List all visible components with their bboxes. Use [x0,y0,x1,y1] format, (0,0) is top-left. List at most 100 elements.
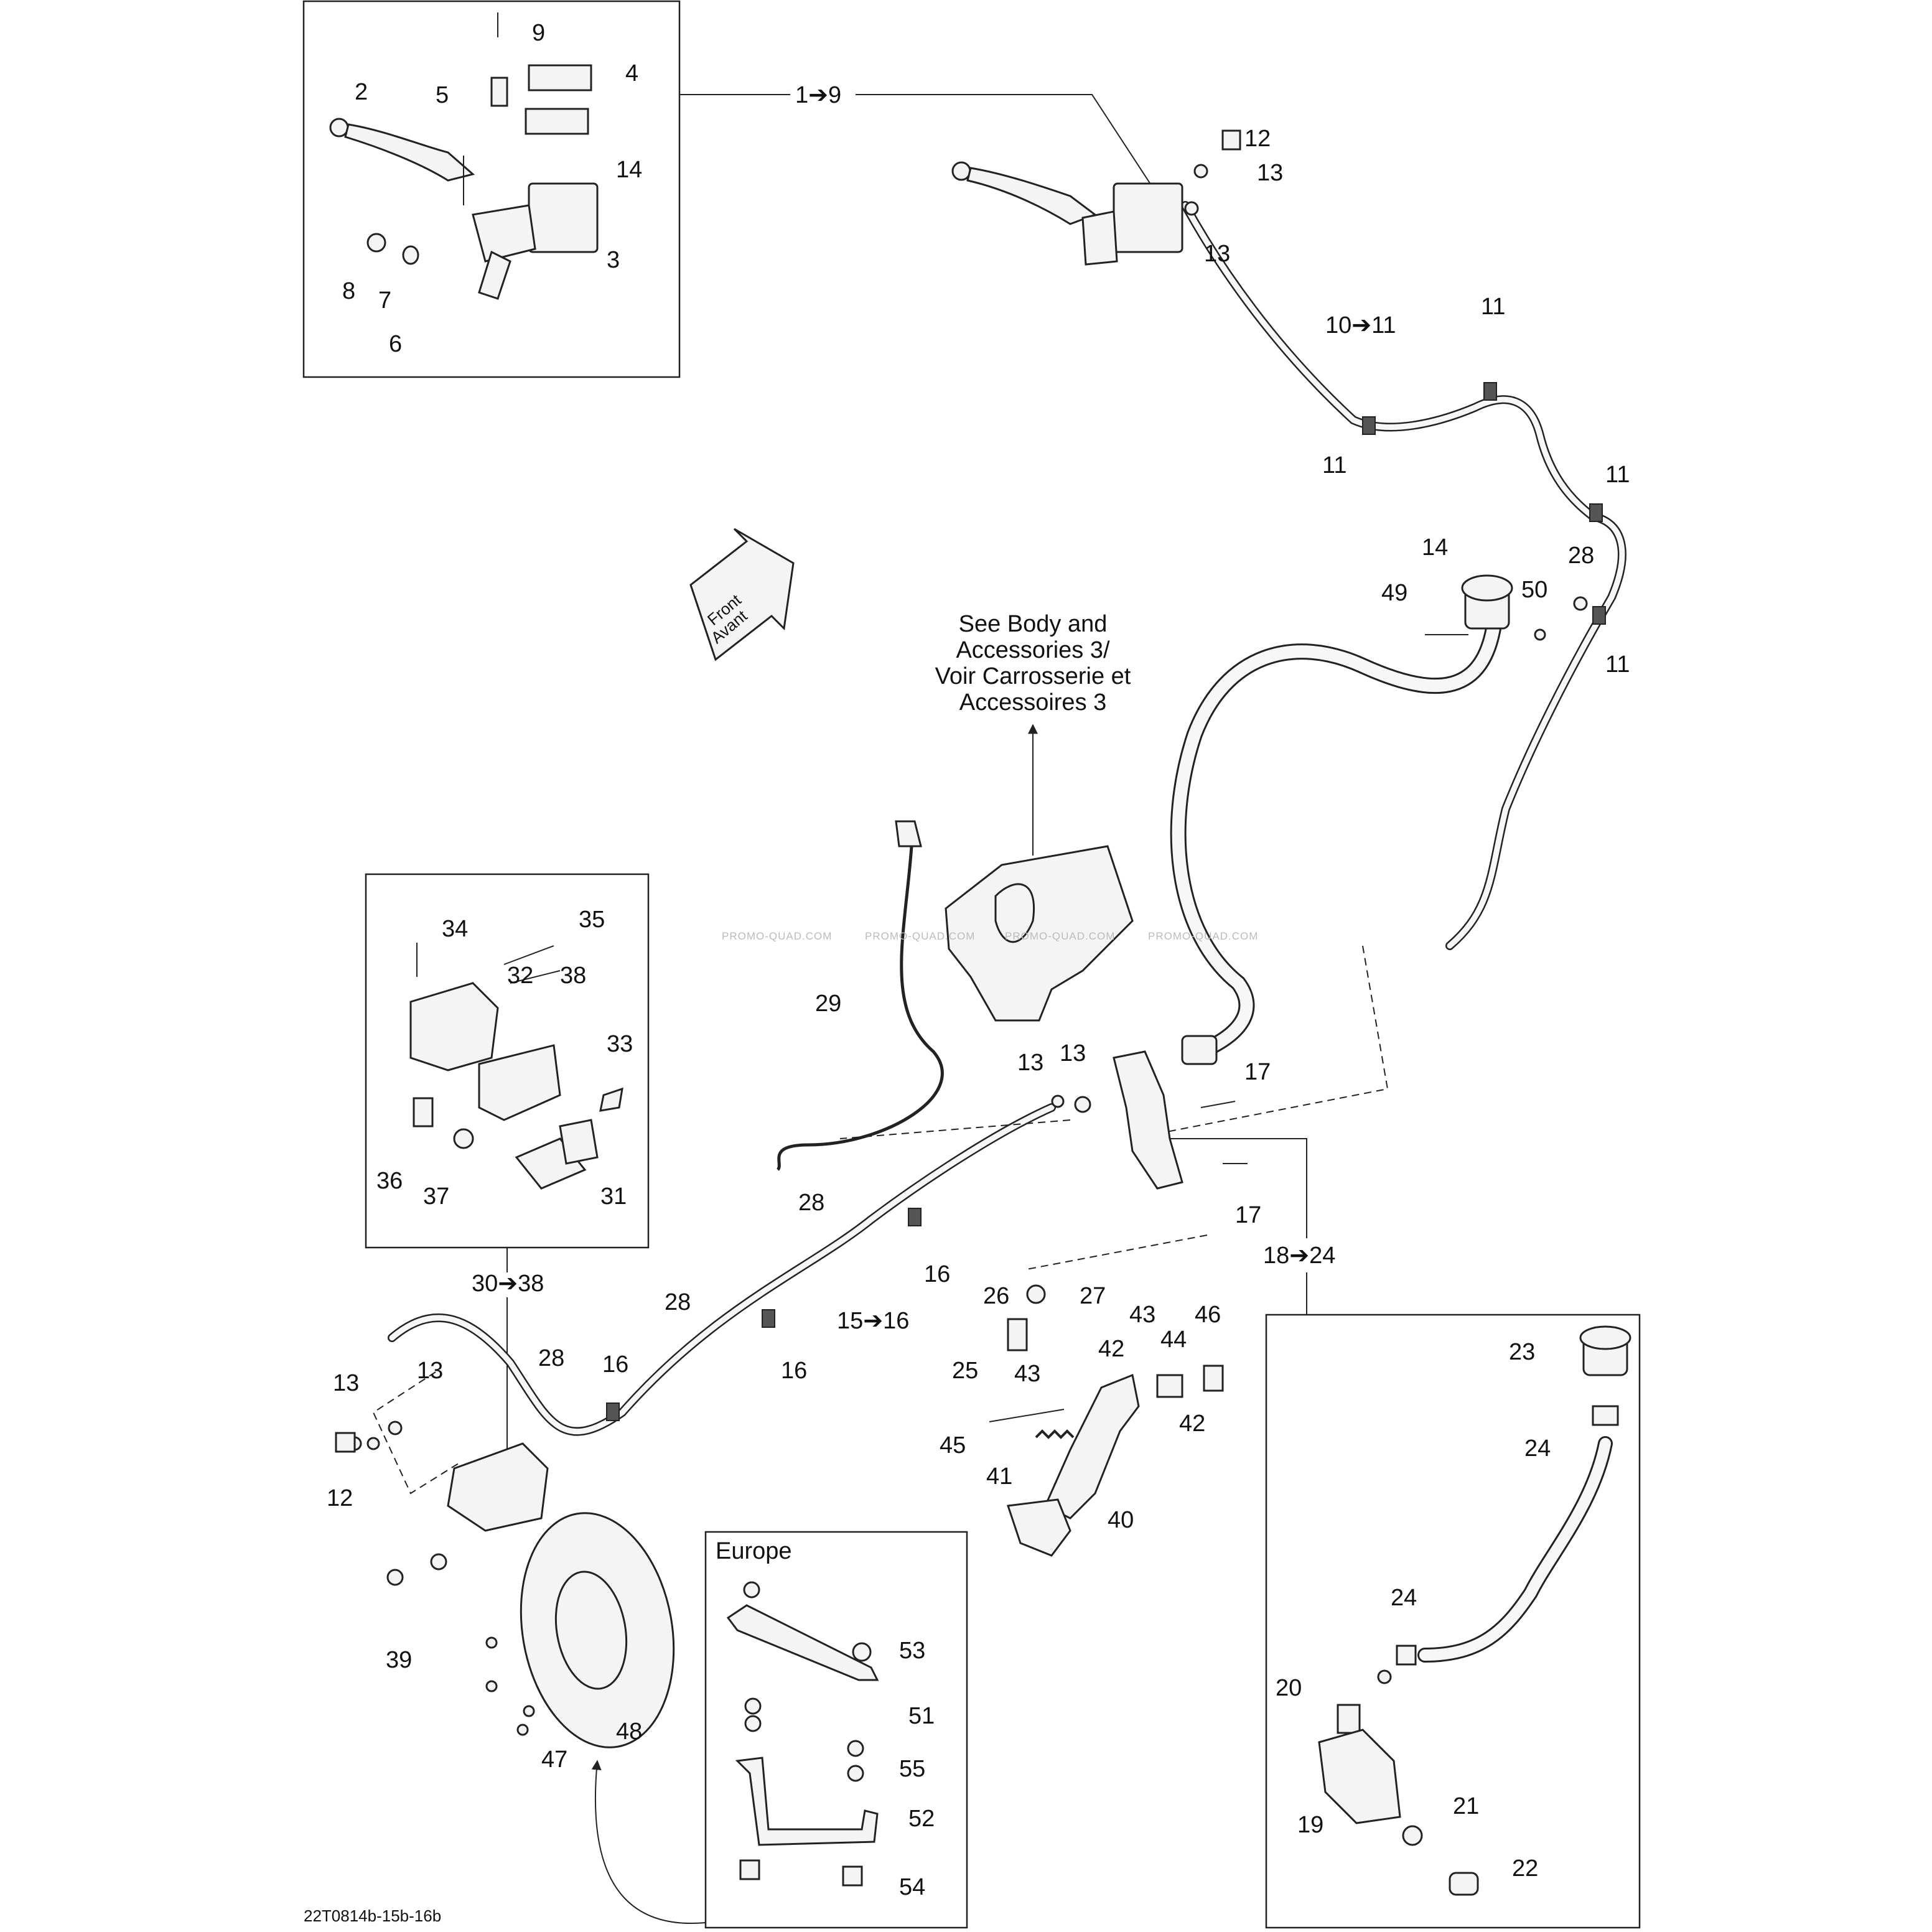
callout-11: 11 [1605,651,1630,678]
europe-label: Europe [716,1538,792,1564]
callout-6: 6 [389,331,402,357]
front-arrow: Front Avant [689,528,795,661]
watermark-4: PROMO-QUAD.COM [1148,930,1258,942]
brake-lever-inset [329,12,599,300]
callout-19: 19 [1297,1812,1323,1838]
callout-4: 4 [625,60,638,86]
callout-24: 24 [1524,1435,1551,1462]
callout-55: 55 [899,1756,925,1782]
connector-18-24 [1164,1138,1307,1238]
callout-30-38: 30➔38 [472,1271,544,1297]
callout-14: 14 [1422,534,1448,561]
callout-13: 13 [1257,160,1283,186]
dashed-guide-2 [1026,1234,1208,1270]
callout-17: 17 [1244,1059,1271,1085]
callout-42: 42 [1098,1336,1124,1362]
callout-43: 43 [1014,1361,1040,1387]
callout-11: 11 [1481,294,1505,320]
callout-37: 37 [423,1183,449,1210]
callout-21: 21 [1453,1793,1479,1819]
callout-13: 13 [1060,1040,1086,1066]
callout-9: 9 [532,20,545,46]
callout-28: 28 [1568,543,1594,569]
callout-38: 38 [560,963,586,989]
body-accessory-part [895,820,1134,1022]
callout-17: 17 [1235,1202,1261,1228]
callout-44: 44 [1160,1327,1187,1353]
callout-28: 28 [538,1345,564,1371]
note-line-1: See Body and [959,611,1108,637]
callout-13: 13 [333,1370,359,1396]
brake-hose-front [1181,201,1626,950]
watermark-2: PROMO-QUAD.COM [865,930,975,942]
callout-11: 11 [1605,462,1630,488]
callout-32: 32 [507,963,533,989]
watermarks: PROMO-QUAD.COM PROMO-QUAD.COM PROMO-QUAD… [722,930,1258,942]
brake-pedal-assembly [989,1284,1224,1557]
callout-12: 12 [327,1485,353,1511]
callout-28: 28 [798,1190,824,1216]
connector-1-9-b [856,94,1155,190]
callout-3: 3 [607,247,620,273]
callout-41: 41 [986,1463,1012,1490]
callout-39: 39 [386,1647,412,1673]
watermark-3: PROMO-QUAD.COM [1005,930,1115,942]
callout-40: 40 [1108,1507,1134,1533]
callout-15-16: 15➔16 [837,1308,909,1334]
brake-lever-main [951,129,1241,266]
reference-note: See Body and Accessories 3/ Voir Carross… [935,611,1131,716]
callout-47: 47 [541,1747,567,1773]
callout-23: 23 [1509,1339,1535,1365]
callout-13: 13 [1204,241,1230,267]
callout-14: 14 [616,157,642,183]
callout-46: 46 [1195,1302,1221,1328]
callout-48: 48 [616,1719,642,1745]
callout-10-11: 10➔11 [1325,312,1396,338]
caliper-inset [409,943,623,1190]
rear-reservoir-inset [1318,1325,1631,1896]
callout-33: 33 [607,1031,633,1057]
callout-7: 7 [378,287,391,314]
inset-box-europe [704,1531,968,1929]
drawing-code: 22T0814b-15b-16b [304,1906,441,1925]
callout-16: 16 [781,1358,807,1384]
callout-13: 13 [1017,1050,1043,1076]
rear-master-cylinder [1051,1035,1248,1190]
callout-24: 24 [1391,1585,1417,1611]
callout-18-24: 18➔24 [1263,1243,1335,1269]
callout-25: 25 [952,1358,978,1384]
callout-28: 28 [665,1289,691,1315]
europe-arrow [591,1760,706,1924]
callout-2: 2 [355,79,368,105]
callout-8: 8 [342,278,355,304]
callout-49: 49 [1381,580,1407,606]
inset-box-rear-master [1265,1314,1641,1929]
callout-22: 22 [1512,1855,1538,1882]
hose-clips [606,382,1606,1421]
inset-box-master-cylinder [302,0,681,378]
brake-disc [386,1512,675,1748]
callout-43: 43 [1129,1302,1155,1328]
harness-wire [776,846,944,1171]
note-line-3: Voir Carrosserie et [935,663,1131,689]
callout-20: 20 [1276,1675,1302,1701]
callout-13: 13 [417,1358,443,1384]
callout-42: 42 [1179,1411,1205,1437]
callout-36: 36 [376,1168,403,1194]
callout-50: 50 [1521,577,1547,603]
callout-16: 16 [924,1261,950,1287]
brake-hose-rear [388,1103,1056,1436]
callout-29: 29 [815,991,841,1017]
watermark-1: PROMO-QUAD.COM [722,930,832,942]
callout-52: 52 [908,1806,935,1832]
callout-16: 16 [602,1351,628,1378]
rear-caliper [335,1421,549,1532]
callout-45: 45 [940,1432,966,1458]
europe-bracket [726,1581,879,1887]
note-line-2: Accessories 3/ [956,637,1110,663]
callout-34: 34 [442,916,468,942]
callout-35: 35 [579,907,605,933]
dashed-guide-4 [839,1119,1071,1139]
